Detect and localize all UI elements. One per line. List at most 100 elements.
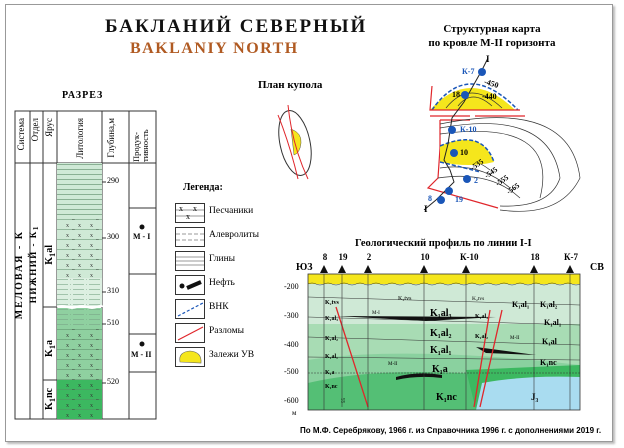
depth-tick: -500 (284, 367, 299, 376)
depth-tick: -600 (284, 396, 299, 405)
dome-plan (277, 105, 312, 180)
profile-well-2: 2 (366, 252, 372, 262)
section-title: РАЗРЕЗ (62, 90, 104, 101)
unit-center-k1a: K₁a (432, 364, 448, 375)
unit-left-k1al3: K₁al₃ (325, 316, 338, 322)
profile-well-4: К-10 (460, 252, 479, 262)
svg-text:x: x (186, 212, 190, 221)
depth-tick: -300 (284, 311, 299, 320)
horizon-m1-label: М-I (372, 311, 380, 316)
depth-510: 510 (107, 318, 119, 327)
well-19 (445, 187, 453, 195)
deposit-icon (175, 347, 205, 367)
header-productivity: Продук-тивность (131, 129, 150, 162)
depth-300: 300 (107, 232, 119, 241)
unit-center-k1al3: K₁al₃ (430, 308, 452, 319)
stratigraphic-column: xxx (14, 110, 157, 420)
unit-right-k1al1: K₁al₁ (544, 318, 562, 327)
siltstone-icon (175, 227, 205, 247)
stage-nc: K1nc (44, 388, 57, 410)
map-well-k10: К-10 (460, 125, 477, 134)
unit-left-k1al1: K₁al₁ (325, 354, 338, 360)
profile-well-0: 8 (322, 252, 328, 262)
map-well-8: 8 (428, 194, 432, 203)
legend-label: Глины (209, 254, 236, 264)
well-k10 (448, 126, 456, 134)
map-well-19: 19 (455, 195, 463, 204)
unit-mid-k1al3: K₁al₃ (475, 314, 488, 320)
oil-icon (175, 275, 205, 295)
well-k7 (478, 68, 486, 76)
horizon-m2-label-right: М-II (510, 336, 520, 341)
unit-center-k1al2: K₁al₂ (430, 328, 452, 339)
unit-mid-k1al2: K₁al₂ (475, 334, 488, 340)
oil-dot-m1 (139, 224, 145, 230)
legend-label: Разломы (209, 326, 244, 336)
profile-fault-2 (473, 309, 491, 408)
legend-label: Залежи УВ (209, 350, 255, 360)
unit-right-k1al: K₁al (542, 337, 557, 346)
geologic-profile (307, 273, 581, 411)
well-marker-icon (364, 265, 372, 273)
header-series: Отдел (30, 118, 40, 142)
unit-left-k1nc: K₁nc (325, 384, 338, 390)
map-well-k7: К-7 (462, 67, 475, 76)
series-label: НИЖНИЙ - К1 (28, 225, 40, 303)
depth-tick: -400 (284, 340, 299, 349)
depth-290: 290 (107, 176, 119, 185)
profile-well-1: 19 (338, 252, 348, 262)
legend-title: Легенда: (183, 182, 223, 193)
well-2 (463, 175, 471, 183)
depth-310: 310 (107, 286, 119, 295)
legend-item-siltstone: Алевролиты (175, 227, 285, 247)
quaternary-layer (308, 274, 580, 284)
well-18 (461, 91, 469, 99)
map-line-label-bottom: I (424, 204, 428, 214)
system-label: МЕЛОВАЯ - К (14, 230, 25, 320)
title-en: BAKLANIY NORTH (130, 40, 299, 57)
productive-m2: М - II (131, 350, 152, 359)
legend-item-owc: ВНК (175, 299, 285, 319)
well-10 (450, 149, 458, 157)
series-sub: 1 (30, 225, 40, 231)
legend-item-fault: Разломы (175, 323, 285, 343)
unit-left-k2tvs: K₂tvs (325, 300, 339, 306)
horizon-m2-body-right (476, 347, 536, 355)
unit-left-k1al2: K₁al₂ (325, 336, 338, 342)
unit-mid-k2tvs: K₂tvs (472, 296, 485, 302)
horizon-m2-body-left (396, 373, 442, 380)
well-8 (437, 196, 445, 204)
dome-deposit (290, 128, 302, 156)
well-marker-icon (338, 265, 346, 273)
map-well-18: 18 (452, 90, 460, 99)
dome-fault-1 (277, 114, 299, 180)
owc-line-top (431, 83, 519, 111)
well-marker-icon (320, 265, 328, 273)
header-system: Система (16, 118, 26, 151)
legend-label: Песчаники (209, 206, 254, 216)
clay-icon (175, 251, 205, 271)
owc-icon (175, 299, 205, 319)
direction-ne: СВ (590, 262, 604, 273)
well-marker-icon (530, 265, 538, 273)
contour-440: -440 (482, 92, 497, 101)
svg-text:x: x (193, 204, 197, 213)
horizon-m1-body (336, 316, 496, 321)
depth-tick: -200 (284, 282, 299, 291)
svg-text:x: x (179, 204, 183, 213)
map-line-label-top: I (486, 54, 490, 64)
header-depth: Глубина,м (106, 118, 116, 158)
legend-label: Алевролиты (209, 230, 260, 240)
legend-label: ВНК (209, 302, 229, 312)
well-marker-icon (566, 265, 574, 273)
fault-icon (175, 323, 205, 343)
profile-well-5: 18 (530, 252, 540, 262)
unit-right-k1al2: K₁al₂ (540, 300, 558, 309)
unit-right-j3: J₃ (531, 392, 539, 402)
legend-item-deposit: Залежи УВ (175, 347, 285, 367)
profile-well-6: К-7 (564, 252, 579, 262)
profile-well-3: 10 (420, 252, 430, 262)
